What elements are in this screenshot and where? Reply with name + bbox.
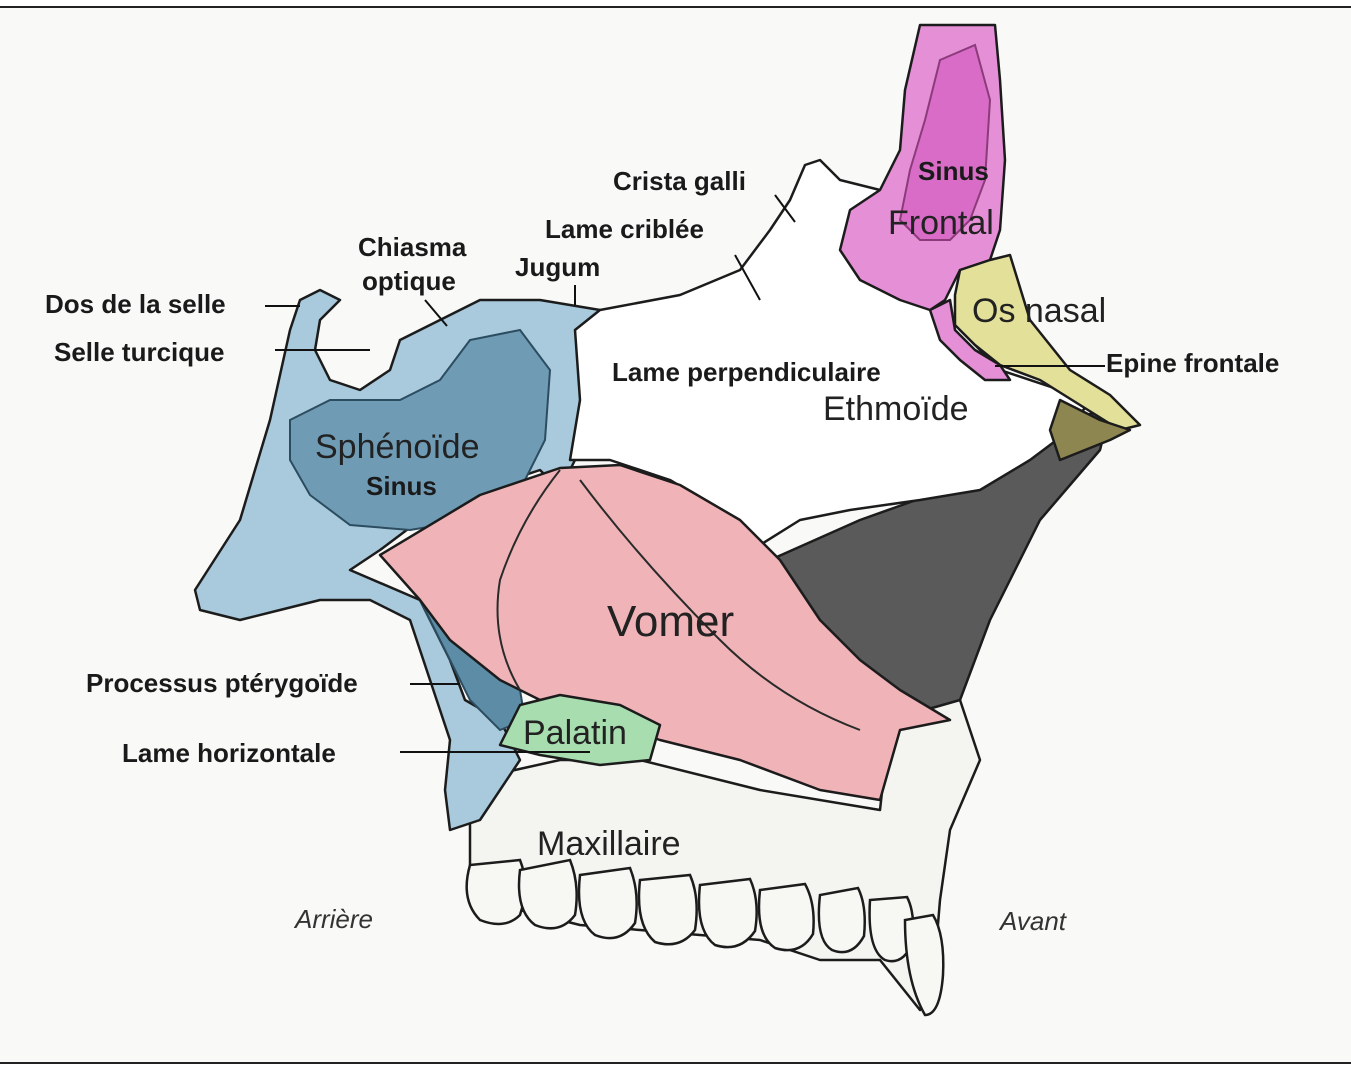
label-os-nasal: Os nasal: [972, 292, 1106, 330]
palatine-bone: [498, 693, 662, 767]
vomer-grooves: [496, 469, 861, 731]
label-lame-criblee: Lame criblée: [545, 214, 704, 244]
sphenoid-sinus: [289, 328, 552, 532]
label-chiasma-1: Chiasma: [358, 232, 467, 262]
label-epine-frontale: Epine frontale: [1106, 348, 1279, 378]
label-avant: Avant: [998, 906, 1068, 936]
label-dos-de-la-selle: Dos de la selle: [45, 289, 226, 319]
label-lame-perpendiculaire: Lame perpendiculaire: [612, 357, 881, 387]
label-vomer: Vomer: [607, 597, 734, 646]
label-ethmoide: Ethmoïde: [823, 390, 969, 428]
label-maxillaire: Maxillaire: [537, 825, 681, 863]
nasal-spine-dark: [1048, 398, 1132, 462]
label-chiasma-2: optique: [362, 266, 456, 296]
label-arriere: Arrière: [293, 904, 373, 934]
label-jugum: Jugum: [515, 252, 600, 282]
label-sinus-frontal-2: Frontal: [888, 204, 994, 242]
label-sinus-frontal-1: Sinus: [918, 156, 989, 186]
label-sphenoide-sinus: Sinus: [366, 471, 437, 501]
label-sphenoide: Sphénoïde: [315, 428, 480, 466]
label-palatin: Palatin: [523, 714, 627, 752]
label-processus-pterygoide: Processus ptérygoïde: [86, 668, 358, 698]
label-lame-horizontale: Lame horizontale: [122, 738, 336, 768]
teeth: [465, 858, 945, 1017]
leader-lines: [265, 194, 1105, 753]
label-crista-galli: Crista galli: [613, 166, 746, 196]
frontal-sinus-cavity: [898, 43, 992, 241]
frontal-lower: [928, 298, 1012, 382]
label-selle-turcique: Selle turcique: [54, 337, 225, 367]
